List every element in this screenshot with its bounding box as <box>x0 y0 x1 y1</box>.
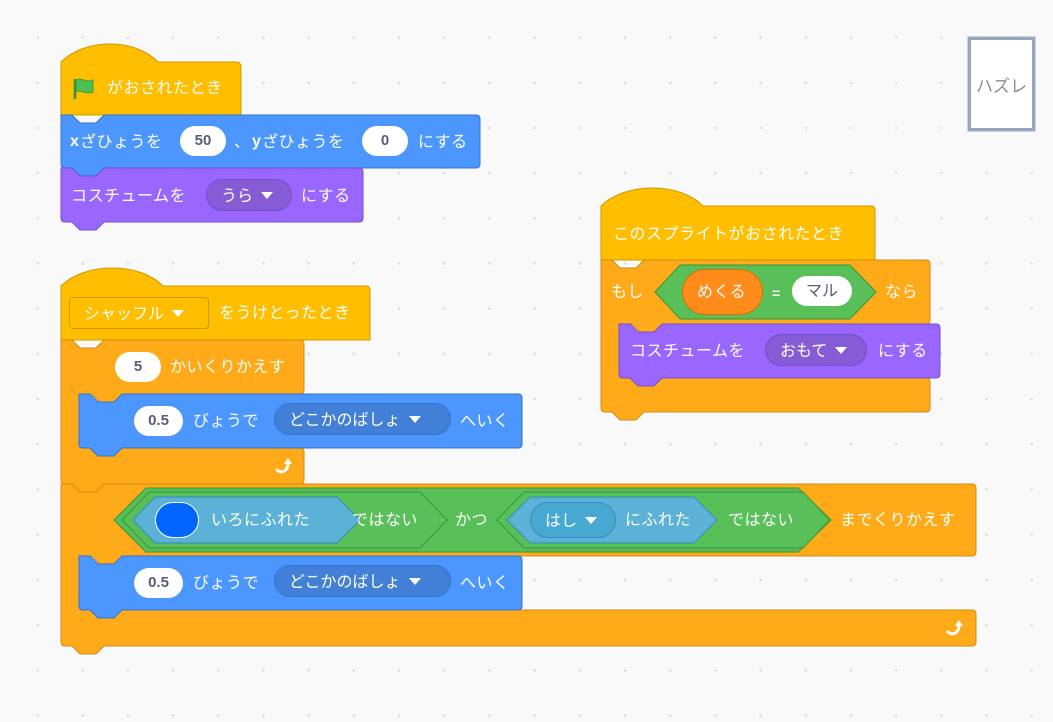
costume-thumbnail-label: ハズレ <box>976 77 1027 97</box>
green-flag-icon[interactable] <box>72 77 96 101</box>
chevron-down-icon <box>408 578 421 585</box>
repeat-label: かいくりかえす <box>170 357 286 376</box>
message-dropdown-value: シャッフル <box>84 304 165 323</box>
separator: 、 <box>234 132 251 151</box>
x-value-input[interactable]: 50 <box>180 126 226 156</box>
script-when-receive[interactable]: シャッフル をうけとったとき 5 かいくりかえす 0.5 びょうで どこかのばし… <box>0 0 977 655</box>
y-value-input[interactable]: 0 <box>362 126 408 156</box>
costume-dropdown-value: うら <box>221 186 254 205</box>
glide-suffix: へいく <box>460 411 510 430</box>
variable-name: めくる <box>697 282 747 301</box>
y-label: ざひょうを <box>262 132 345 151</box>
glide-target-value: どこかのばしょ <box>289 572 401 591</box>
if-prefix: もし <box>611 282 645 301</box>
hat-label: がおされたとき <box>107 78 223 97</box>
costume-dropdown-value: おもて <box>780 341 828 360</box>
chevron-down-icon <box>835 347 848 354</box>
not-label-2: ではない <box>728 510 795 529</box>
goto-suffix: にする <box>418 132 468 151</box>
loop-arrow-icon <box>945 618 965 638</box>
glide-target-dropdown[interactable]: どこかのばしょ <box>274 565 451 597</box>
glide-label: びょうで <box>193 573 260 592</box>
glide-label: びょうで <box>193 411 260 430</box>
chevron-down-icon <box>172 310 185 317</box>
color-swatch[interactable] <box>155 502 199 538</box>
loop-arrow-icon <box>274 456 294 476</box>
costume-label: コスチュームを <box>630 341 746 360</box>
glide-suffix: へいく <box>460 573 510 592</box>
y-prefix: y <box>252 133 262 150</box>
x-label: ざひょうを <box>80 132 163 151</box>
repeat-until-suffix: までくりかえす <box>840 510 956 529</box>
not-label-1: ではない <box>352 510 419 529</box>
glide-target-value: どこかのばしょ <box>289 410 401 429</box>
glide-seconds-input[interactable]: 0.5 <box>134 406 183 436</box>
equals-operator: = <box>772 285 781 301</box>
and-label: かつ <box>455 510 489 529</box>
variable-reporter[interactable]: めくる <box>682 269 763 315</box>
costume-dropdown[interactable]: うら <box>206 179 292 211</box>
touching-label: にふれた <box>625 510 692 529</box>
x-prefix: x <box>70 133 80 150</box>
chevron-down-icon <box>408 416 421 423</box>
costume-dropdown[interactable]: おもて <box>765 334 867 366</box>
glide-seconds-input[interactable]: 0.5 <box>134 568 183 598</box>
if-suffix: なら <box>885 282 919 301</box>
touching-color-label: いろにふれた <box>211 510 311 529</box>
touching-target-value: はし <box>545 511 578 530</box>
compare-value-input[interactable]: マル <box>792 276 852 306</box>
chevron-down-icon <box>261 192 274 199</box>
hat-label: このスプライトがおされたとき <box>613 224 845 243</box>
script-green-flag[interactable]: がおされたとき x ざひょうを 50 、 y ざひょうを 0 にする コスチュー… <box>0 0 481 231</box>
hat-label: をうけとったとき <box>219 303 351 322</box>
costume-thumbnail[interactable]: ハズレ <box>968 37 1035 131</box>
touching-target-dropdown[interactable]: はし <box>530 502 616 538</box>
costume-label: コスチュームを <box>71 186 187 205</box>
costume-suffix: にする <box>878 341 928 360</box>
repeat-count-input[interactable]: 5 <box>115 352 161 382</box>
message-dropdown[interactable]: シャッフル <box>69 297 209 329</box>
script-sprite-clicked[interactable]: このスプライトがおされたとき もし めくる = マル なら コスチュームを おも… <box>0 0 941 421</box>
glide-target-dropdown[interactable]: どこかのばしょ <box>274 403 451 435</box>
chevron-down-icon <box>585 517 598 524</box>
costume-suffix: にする <box>301 186 351 205</box>
